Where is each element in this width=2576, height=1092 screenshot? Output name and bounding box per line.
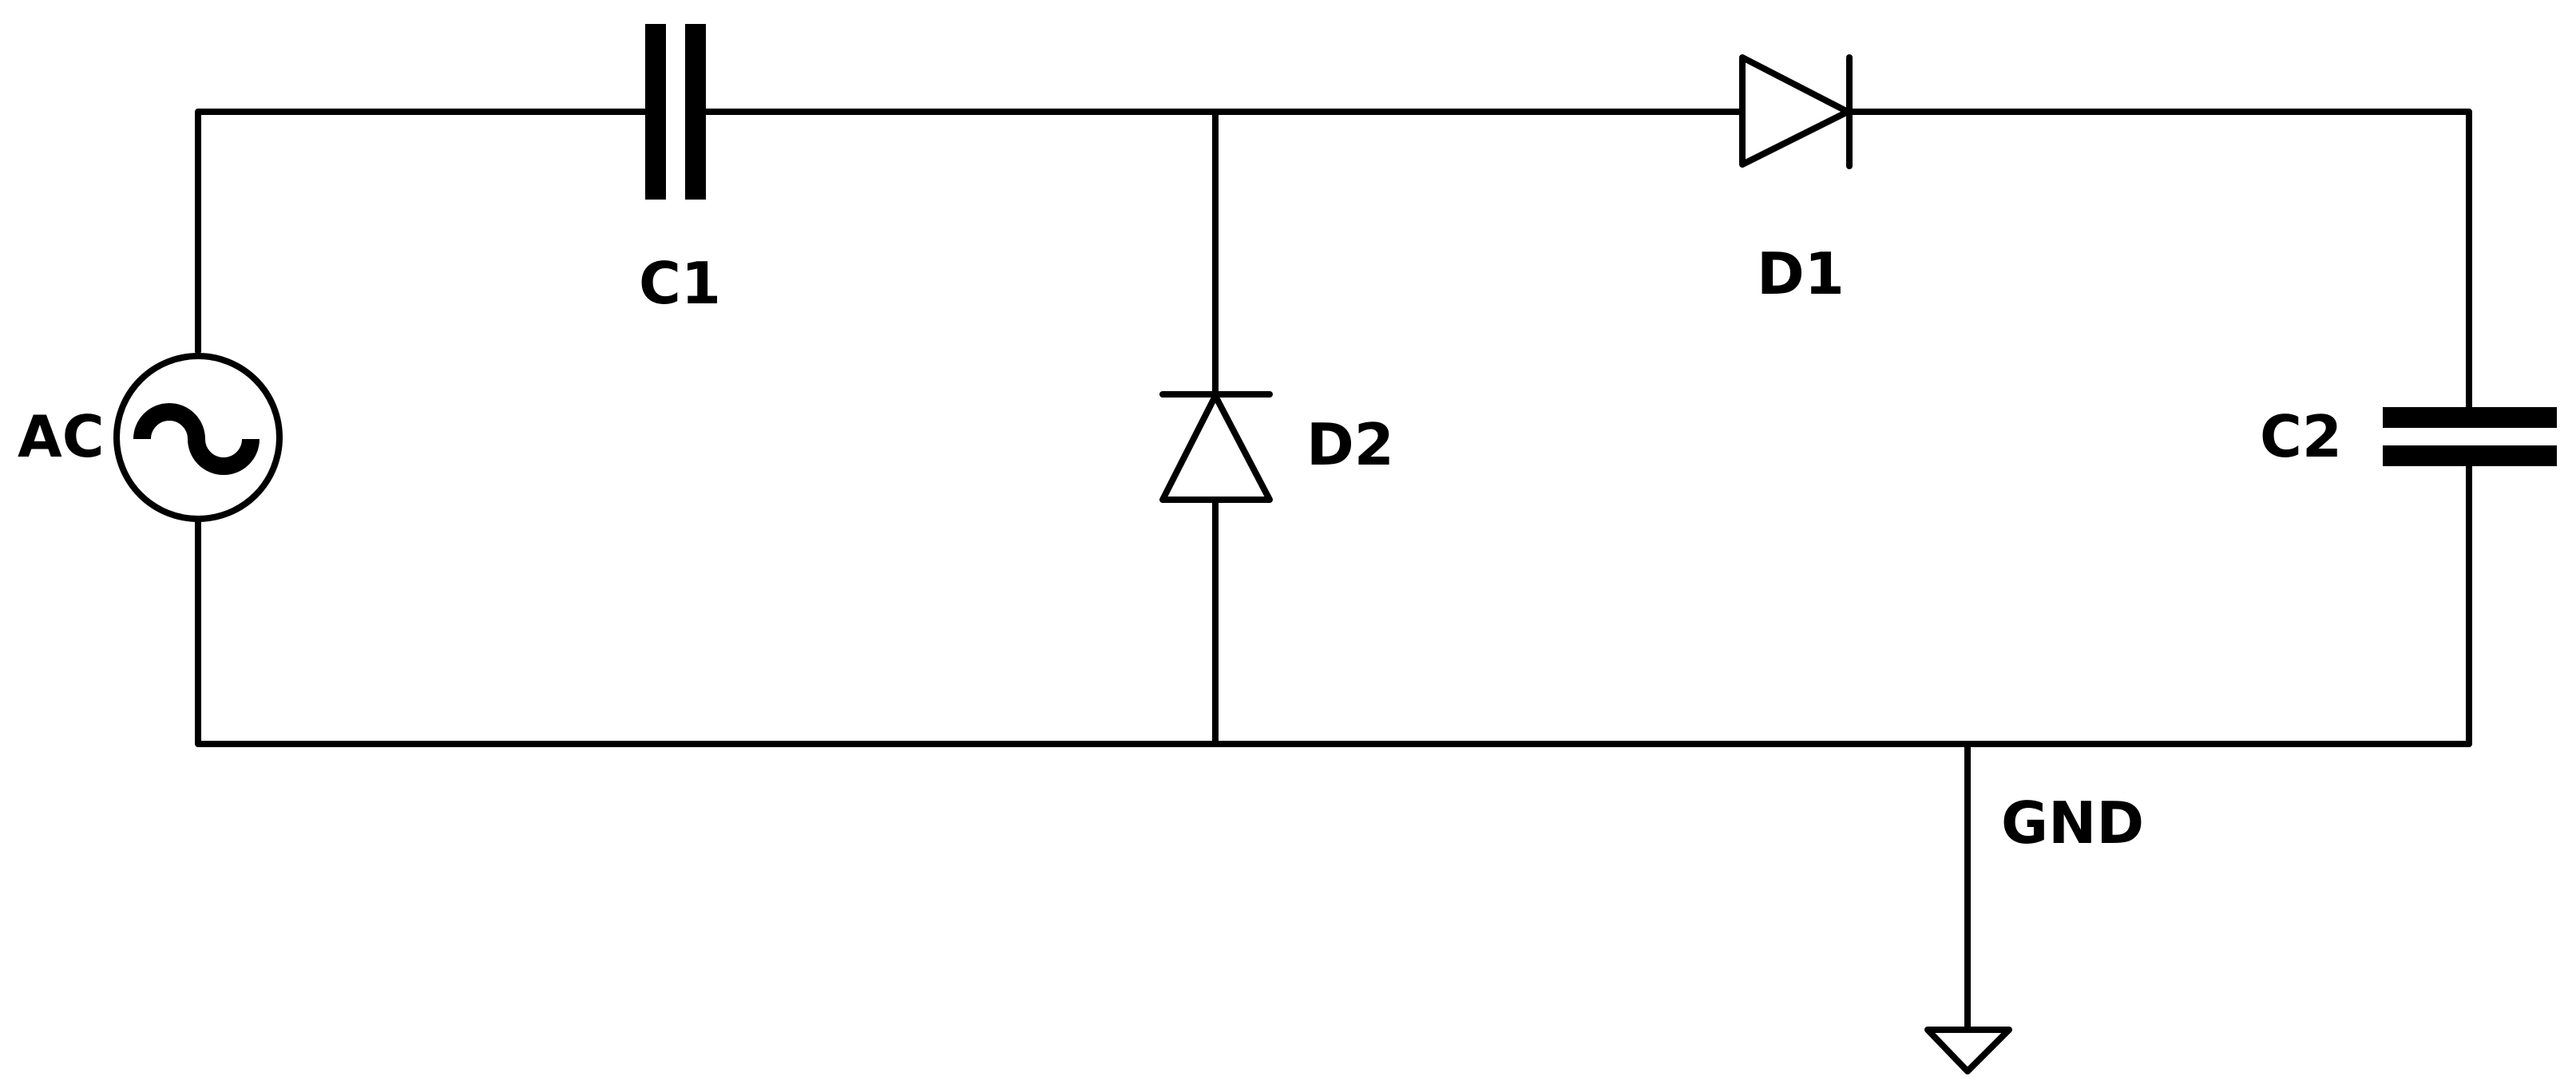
wire-ac-to-c1 [195,109,656,354]
diode-d2 [1159,391,1273,503]
capacitor-c1 [645,24,706,200]
label-d2: D2 [1306,411,1394,478]
ac-source [113,353,283,522]
label-ac: AC [18,403,105,470]
c2-plate-top [2383,407,2557,428]
ground-icon [1924,1027,2012,1074]
c1-plate-left [645,24,666,200]
wire-d1-to-c2 [1846,109,2472,420]
sine-wave-icon [133,403,260,475]
capacitor-c2 [2383,407,2557,466]
label-d1: D1 [1757,240,1845,307]
label-c2: C2 [2260,403,2342,470]
diode-d1 [1739,54,1853,169]
c2-plate-bottom [2383,445,2557,466]
ground-symbol [1924,1027,2012,1074]
wire-bottom-rail [195,457,2472,747]
d2-triangle [1159,393,1273,503]
d1-triangle [1739,54,1851,168]
component-labels: AC C1 D2 D1 C2 GND [18,240,2342,857]
label-c1: C1 [639,250,721,317]
ac-source-circle [113,353,283,522]
wires [195,109,2472,1033]
c1-plate-right [685,24,706,200]
label-gnd: GND [2001,789,2144,857]
